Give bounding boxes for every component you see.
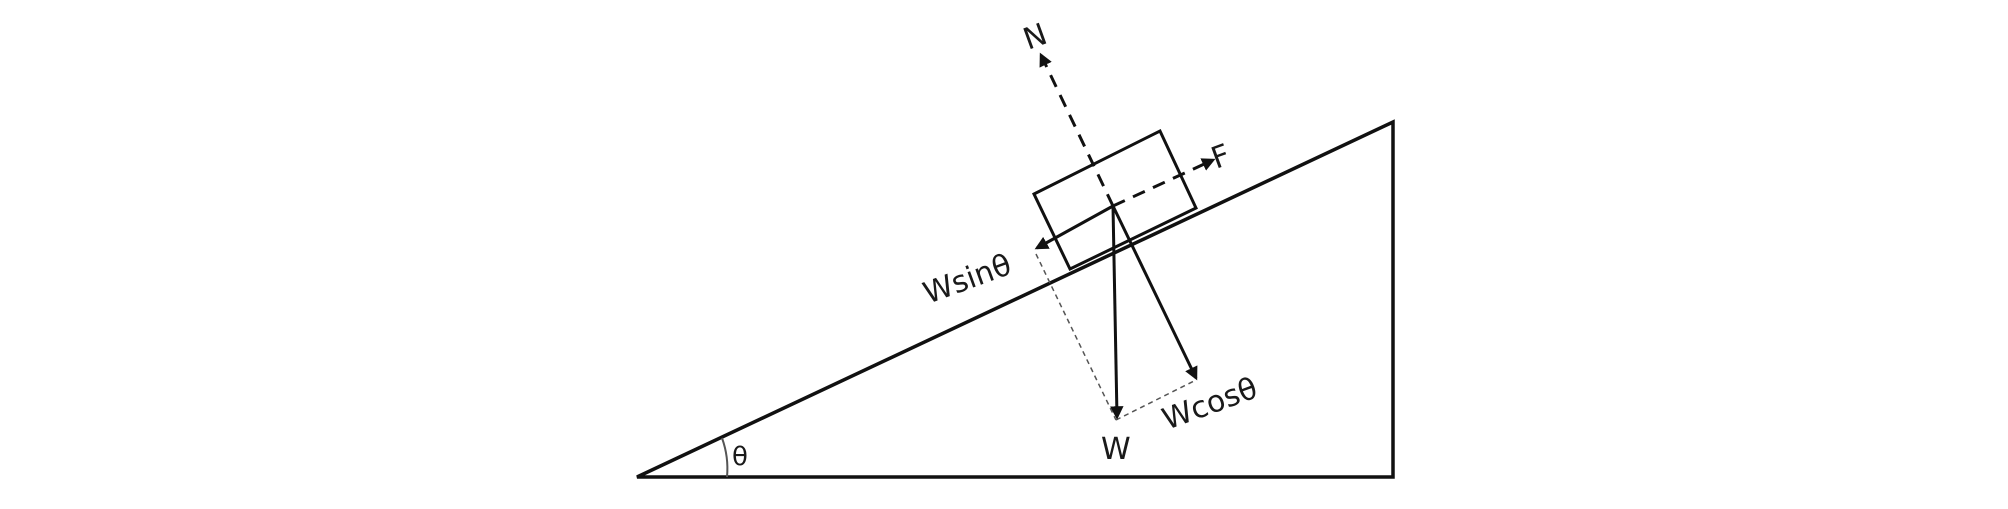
incline-triangle <box>636 119 1395 479</box>
label-weight: W <box>1101 432 1131 467</box>
weight-arrow <box>1110 205 1124 420</box>
block <box>1032 128 1198 272</box>
label-weight-perpendicular: Wcosθ <box>1158 371 1263 438</box>
applied-force-arrow <box>1112 158 1216 208</box>
weight-parallel-arrow <box>1034 204 1114 250</box>
normal-force-arrow <box>1039 52 1115 207</box>
label-normal-force: N <box>1019 17 1052 58</box>
angle-arc <box>721 437 729 478</box>
label-incline-angle: θ <box>732 442 748 472</box>
helper-line-bottom <box>1115 379 1197 421</box>
label-weight-parallel: Wsinθ <box>919 248 1016 312</box>
helper-line-left <box>1035 253 1117 421</box>
weight-perpendicular-arrow <box>1111 205 1198 381</box>
label-applied-force: F <box>1207 138 1235 177</box>
